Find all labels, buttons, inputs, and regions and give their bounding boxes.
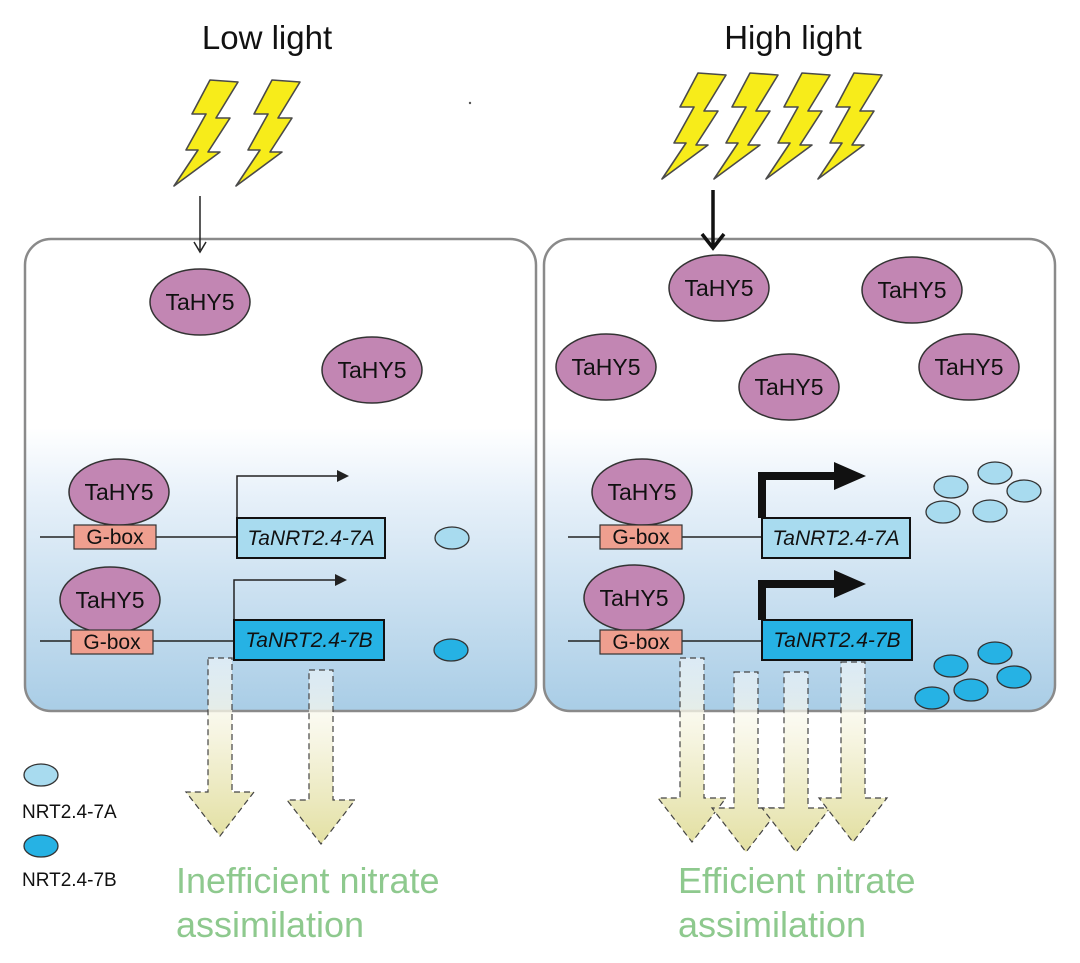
- outcome-line-2: assimilation: [176, 904, 364, 945]
- tahy5-label: TaHY5: [599, 585, 668, 611]
- tahy5-label: TaHY5: [75, 587, 144, 613]
- legend-nrt2-4-7b-swatch: [23, 834, 59, 858]
- legend: NRT2.4-7A NRT2.4-7B: [22, 763, 117, 891]
- tahy5-bound-protein: TaHY5: [59, 566, 161, 634]
- nrt2-4-7a-protein: [925, 500, 961, 524]
- tahy5-label: TaHY5: [84, 479, 153, 505]
- gbox-element: G-box: [599, 629, 683, 655]
- tahy5-bound-protein: TaHY5: [583, 564, 685, 632]
- tahy5-protein: TaHY5: [668, 254, 770, 322]
- outcome-line-1: Efficient nitrate: [678, 860, 915, 901]
- tahy5-label: TaHY5: [754, 374, 823, 400]
- lightning-bolt-icon: [235, 79, 301, 187]
- gene-b-label: TaNRT2.4-7B: [245, 629, 372, 652]
- flux-arrow-icon: [656, 657, 728, 843]
- flux-arrow-icon: [184, 657, 256, 837]
- tahy5-bound-protein: TaHY5: [591, 458, 693, 526]
- outcome-line-1: Inefficient nitrate: [176, 860, 440, 901]
- low-light-outcome: Inefficient nitrate assimilation: [176, 860, 440, 945]
- tahy5-protein: TaHY5: [918, 333, 1020, 401]
- high-light-title: High light: [724, 19, 862, 56]
- nrt2-4-7a-cluster: [925, 461, 1042, 524]
- nrt2-4-7b-cluster: [914, 641, 1032, 710]
- flux-arrow-icon: [760, 671, 832, 853]
- tahy5-label: TaHY5: [571, 354, 640, 380]
- tahy5-label: TaHY5: [934, 354, 1003, 380]
- tahy5-label: TaHY5: [337, 357, 406, 383]
- flux-arrow-icon: [817, 661, 889, 843]
- nrt2-4-7a-protein: [977, 461, 1013, 485]
- high-light-outcome: Efficient nitrate assimilation: [678, 860, 915, 945]
- gene-a-label: TaNRT2.4-7A: [772, 527, 899, 550]
- tahy5-protein: TaHY5: [321, 336, 423, 404]
- nrt2-4-7b-protein: [933, 654, 969, 678]
- low-light-lightning-icon: [173, 79, 301, 187]
- down-arrow-icon: [700, 190, 726, 251]
- nrt2-4-7b-protein: [914, 686, 950, 710]
- nrt2-4-7a-protein: [933, 475, 969, 499]
- tahy5-protein: TaHY5: [861, 256, 963, 324]
- gbox-label: G-box: [612, 526, 670, 549]
- nrt2-4-7a-protein: [972, 499, 1008, 523]
- gbox-element: G-box: [73, 524, 157, 550]
- transcription-arrow-icon: [758, 462, 866, 518]
- nrt2-4-7b-protein: [433, 638, 469, 662]
- gene-b-box: TaNRT2.4-7B: [233, 619, 385, 661]
- nrt2-4-7b-protein: [996, 665, 1032, 689]
- flux-arrow-icon: [710, 671, 782, 853]
- flux-arrow-icon: [285, 669, 357, 845]
- transcription-arrow-icon: [758, 570, 866, 620]
- high-light-flux-arrows: [656, 657, 889, 853]
- tahy5-label: TaHY5: [877, 277, 946, 303]
- gene-b-box: TaNRT2.4-7B: [761, 619, 913, 661]
- tahy5-bound-protein: TaHY5: [68, 458, 170, 526]
- gbox-label: G-box: [86, 526, 144, 549]
- gbox-element: G-box: [70, 629, 154, 655]
- gene-a-label: TaNRT2.4-7A: [247, 527, 374, 550]
- nrt2-4-7b-protein: [953, 678, 989, 702]
- transcription-arrow-icon: [233, 574, 347, 620]
- lightning-bolt-icon: [713, 72, 779, 180]
- high-light-lightning-icon: [661, 72, 883, 180]
- lightning-bolt-icon: [817, 72, 883, 180]
- low-light-title: Low light: [202, 19, 332, 56]
- gbox-label: G-box: [83, 631, 141, 654]
- tahy5-protein: TaHY5: [555, 333, 657, 401]
- outcome-line-2: assimilation: [678, 904, 866, 945]
- gene-a-box: TaNRT2.4-7A: [761, 517, 911, 559]
- nrt2-4-7b-protein: [977, 641, 1013, 665]
- gbox-label: G-box: [612, 631, 670, 654]
- tahy5-label: TaHY5: [165, 289, 234, 315]
- tahy5-label: TaHY5: [607, 479, 676, 505]
- lightning-bolt-icon: [173, 79, 239, 187]
- tahy5-label: TaHY5: [684, 275, 753, 301]
- stray-dot: [468, 101, 472, 105]
- lightning-bolt-icon: [765, 72, 831, 180]
- low-light-flux-arrows: [184, 657, 357, 845]
- gbox-element: G-box: [599, 524, 683, 550]
- lightning-bolt-icon: [661, 72, 727, 180]
- tahy5-protein: TaHY5: [149, 268, 251, 336]
- down-arrow-icon: [193, 196, 207, 254]
- legend-nrt2-4-7a-swatch: [23, 763, 59, 787]
- gene-b-label: TaNRT2.4-7B: [773, 629, 900, 652]
- gene-a-box: TaNRT2.4-7A: [236, 517, 386, 559]
- transcription-arrow-icon: [236, 470, 349, 518]
- nrt2-4-7a-protein: [434, 526, 470, 550]
- legend-nrt2-4-7b-label: NRT2.4-7B: [22, 870, 117, 891]
- nrt2-4-7a-protein: [1006, 479, 1042, 503]
- legend-nrt2-4-7a-label: NRT2.4-7A: [22, 802, 117, 823]
- tahy5-protein: TaHY5: [738, 353, 840, 421]
